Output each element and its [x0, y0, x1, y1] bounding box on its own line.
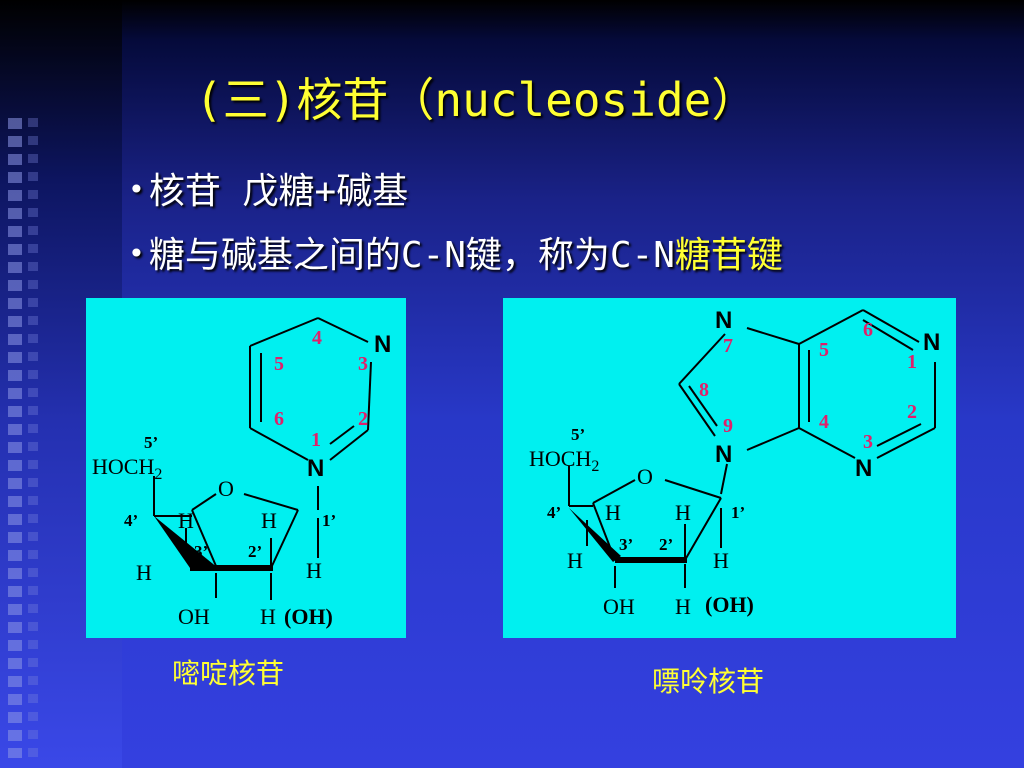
sugar-number-3p: 3’ [194, 542, 208, 561]
atom-n1: N [923, 329, 940, 356]
atom-ring-oxygen: O [637, 464, 653, 489]
ring-number: 8 [699, 379, 709, 401]
bullet-glycosidic-bond: •糖与碱基之间的C-N键，称为C-N糖苷键 [128, 226, 783, 278]
pyrimidine-nucleoside-figure: 4 N 5 3 6 2 1 N 5’ HOCH2 O 4’ H H 1’ 3’ … [86, 298, 406, 638]
atom-n7: N [715, 307, 732, 334]
atom-h: H [713, 548, 729, 573]
atom-h: H [675, 500, 691, 525]
atom-n3: N [374, 331, 391, 358]
ring-number: 5 [819, 339, 829, 361]
ring-number: 3 [863, 431, 873, 453]
bullet-dot: • [128, 173, 145, 206]
sugar-number-4p: 4’ [124, 511, 138, 530]
ring-number: 3 [358, 353, 368, 375]
atom-oh-alt: (OH) [284, 604, 333, 629]
bullet-dot: • [128, 237, 145, 270]
atom-h: H [136, 560, 152, 585]
slide-title: (三)核苷（nucleoside） [195, 73, 758, 127]
atom-h: H [675, 594, 691, 619]
atom-h: H [260, 604, 276, 629]
atom-n3: N [855, 455, 872, 482]
ring-number: 1 [907, 351, 917, 373]
ring-number: 4 [312, 327, 322, 349]
purine-structure-svg: N 7 6 N 5 1 8 2 9 4 3 N N 5’ HOCH2 O 4’ … [529, 307, 940, 619]
pyrimidine-caption: 嘧啶核苷 [172, 657, 285, 690]
atom-oh: OH [603, 594, 635, 619]
ring-number: 6 [863, 319, 873, 341]
sugar-number-3p: 3’ [619, 535, 633, 554]
sugar-number-1p: 1’ [322, 511, 336, 530]
sugar-number-1p: 1’ [731, 503, 745, 522]
atom-h: H [605, 500, 621, 525]
atom-h: H [567, 548, 583, 573]
pyrimidine-structure-svg: 4 N 5 3 6 2 1 N 5’ HOCH2 O 4’ H H 1’ 3’ … [92, 317, 391, 629]
ring-number: 1 [311, 429, 321, 451]
ring-number: 6 [274, 408, 284, 430]
purine-nucleoside-figure: N 7 6 N 5 1 8 2 9 4 3 N N 5’ HOCH2 O 4’ … [503, 298, 956, 638]
bullet-text: 核苷 戊糖+碱基 [148, 171, 409, 212]
ring-number: 9 [723, 415, 733, 437]
purine-caption: 嘌呤核苷 [652, 665, 765, 698]
decor-squares-inner [28, 118, 38, 758]
bullet-highlight: 糖苷键 [674, 235, 783, 276]
sugar-number-4p: 4’ [547, 503, 561, 522]
bullet-text: 糖与碱基之间的C-N键，称为C-N [148, 235, 675, 276]
ring-number: 4 [819, 411, 829, 433]
sugar-number-5p: 5’ [571, 425, 585, 444]
sugar-number-5p: 5’ [144, 433, 158, 452]
atom-n9: N [715, 441, 732, 468]
atom-h: H [178, 508, 194, 533]
atom-hoch2: HOCH2 [92, 454, 162, 483]
atom-hoch2: HOCH2 [529, 446, 599, 475]
atom-ring-oxygen: O [218, 476, 234, 501]
ring-number: 7 [723, 335, 733, 357]
sugar-number-2p: 2’ [659, 535, 673, 554]
atom-oh-alt: (OH) [705, 592, 754, 617]
ring-number: 5 [274, 353, 284, 375]
atom-h: H [306, 558, 322, 583]
atom-h: H [261, 508, 277, 533]
atom-oh: OH [178, 604, 210, 629]
ring-number: 2 [358, 408, 368, 430]
bullet-nucleoside-definition: •核苷 戊糖+碱基 [128, 162, 408, 214]
decor-squares [8, 118, 22, 758]
sugar-number-2p: 2’ [248, 542, 262, 561]
atom-n1: N [307, 455, 324, 482]
ring-number: 2 [907, 401, 917, 423]
